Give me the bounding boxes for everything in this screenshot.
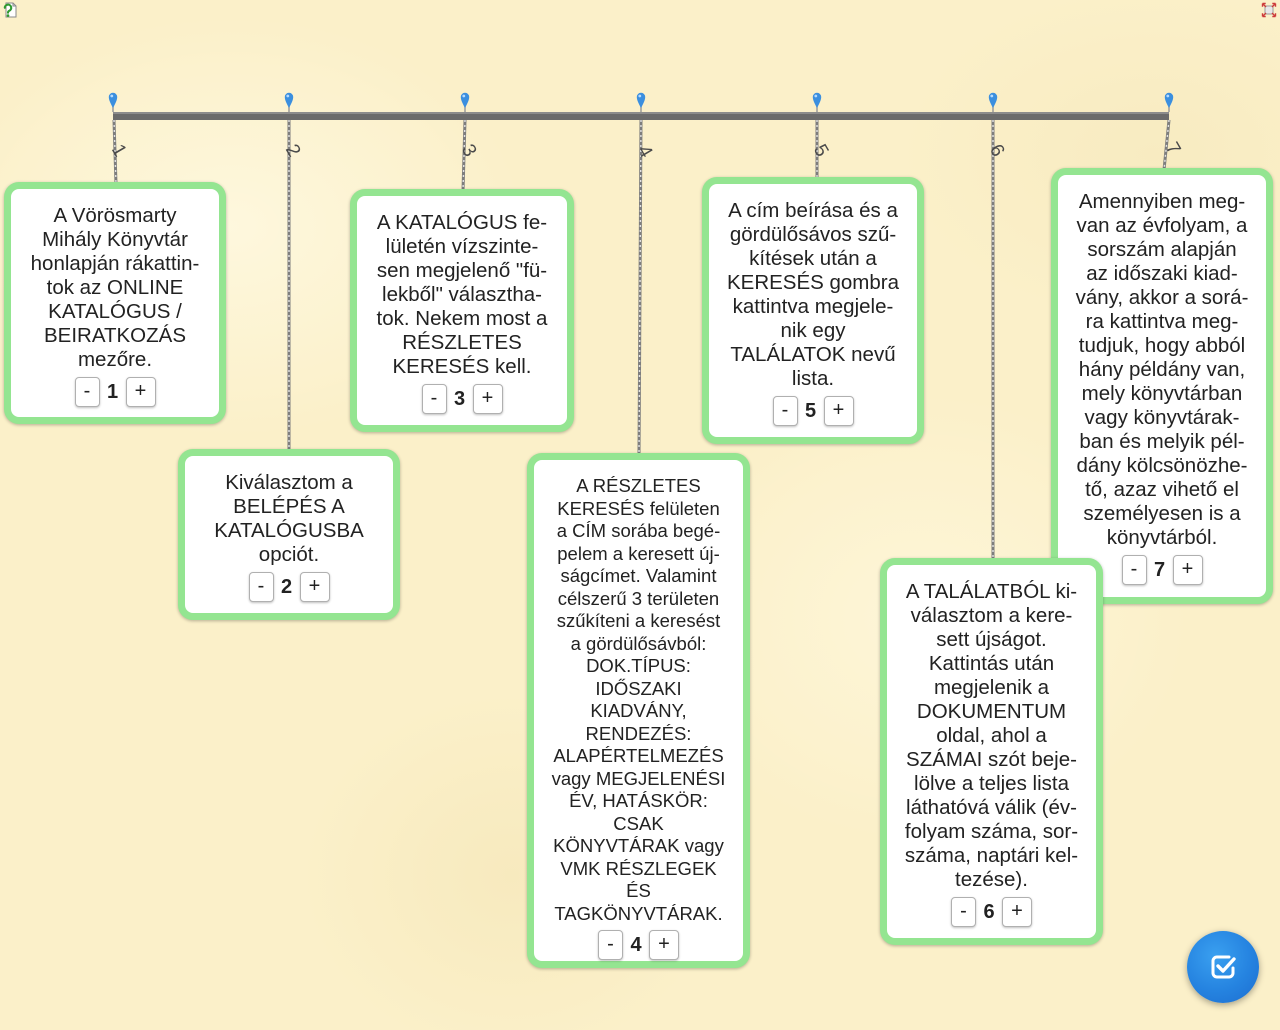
increase-button[interactable]: +	[1002, 897, 1032, 927]
order-value: 2	[280, 575, 293, 598]
timeline-pin	[460, 92, 470, 112]
help-icon[interactable]	[2, 2, 18, 18]
timeline-pin	[284, 92, 294, 112]
timeline-card-6[interactable]: A TALÁLATBÓL ki- választom a kere- sett …	[880, 558, 1103, 945]
decrease-button[interactable]: -	[1121, 555, 1147, 585]
timeline-card-3[interactable]: A KATALÓGUS fe- lületén vízszinte- sen m…	[350, 189, 574, 432]
timeline-label: 4	[633, 142, 657, 162]
increase-button[interactable]: +	[1172, 555, 1203, 585]
timeline-label: 3	[457, 141, 480, 161]
connector-rope	[637, 119, 643, 456]
decrease-button[interactable]: -	[248, 572, 274, 602]
increase-button[interactable]: +	[649, 930, 679, 960]
order-value: 7	[1153, 558, 1166, 581]
decrease-button[interactable]: -	[598, 930, 623, 960]
timeline-pin	[108, 92, 118, 112]
timeline-label: 5	[809, 141, 832, 161]
timeline-label: 1	[107, 141, 130, 161]
order-value: 3	[453, 387, 466, 410]
order-controls: - 3 +	[361, 384, 563, 414]
fullscreen-icon[interactable]	[1261, 2, 1277, 18]
increase-button[interactable]: +	[823, 396, 854, 426]
timeline-pin	[988, 92, 998, 112]
card-text: Kiválasztom a BELÉPÉS A KATALÓGUSBA opci…	[214, 471, 364, 566]
order-controls: - 4 +	[538, 930, 739, 960]
order-controls: - 7 +	[1062, 555, 1262, 585]
timeline-pin	[1164, 92, 1174, 112]
connector-rope	[1162, 119, 1171, 171]
decrease-button[interactable]: -	[421, 384, 447, 414]
increase-button[interactable]: +	[472, 384, 503, 414]
order-controls: - 2 +	[189, 572, 389, 602]
check-square-icon	[1211, 955, 1236, 979]
decrease-button[interactable]: -	[74, 377, 100, 407]
order-value: 5	[804, 399, 817, 422]
card-text: A TALÁLATBÓL ki- választom a kere- sett …	[904, 580, 1079, 891]
timeline-card-1[interactable]: A Vörösmarty Mihály Könyvtár honlapján r…	[4, 182, 226, 424]
order-controls: - 1 +	[15, 377, 215, 407]
order-controls: - 5 +	[713, 396, 913, 426]
timeline-card-7[interactable]: Amennyiben meg- van az évfolyam, a sorsz…	[1051, 168, 1273, 604]
timeline-pin	[636, 92, 646, 112]
timeline-bar	[113, 112, 1169, 120]
timeline-pin	[812, 92, 822, 112]
order-value: 6	[983, 900, 995, 923]
decrease-button[interactable]: -	[772, 396, 798, 426]
increase-button[interactable]: +	[125, 377, 156, 407]
card-text: A Vörösmarty Mihály Könyvtár honlapján r…	[30, 204, 200, 371]
timeline-card-2[interactable]: Kiválasztom a BELÉPÉS A KATALÓGUSBA opci…	[178, 449, 400, 620]
card-text: A RÉSZLETES KERESÉS felületen a CÍM sorá…	[551, 475, 726, 924]
timeline-card-4[interactable]: A RÉSZLETES KERESÉS felületen a CÍM sorá…	[527, 453, 750, 968]
order-controls: - 6 +	[891, 897, 1092, 927]
card-text: Amennyiben meg- van az évfolyam, a sorsz…	[1075, 190, 1249, 549]
connector-rope	[461, 119, 467, 192]
decrease-button[interactable]: -	[951, 897, 976, 927]
increase-button[interactable]: +	[299, 572, 330, 602]
timeline-card-5[interactable]: A cím beírása és a gördülősávos szű- kít…	[702, 177, 924, 444]
card-text: A KATALÓGUS fe- lületén vízszinte- sen m…	[376, 211, 548, 378]
card-text: A cím beírása és a gördülősávos szű- kít…	[726, 199, 900, 390]
order-value: 4	[630, 933, 642, 956]
timeline-label: 6	[985, 141, 1008, 161]
order-value: 1	[106, 380, 119, 403]
check-answers-button[interactable]	[1187, 931, 1259, 1003]
timeline-label: 2	[281, 141, 304, 161]
connector-rope	[112, 119, 118, 185]
